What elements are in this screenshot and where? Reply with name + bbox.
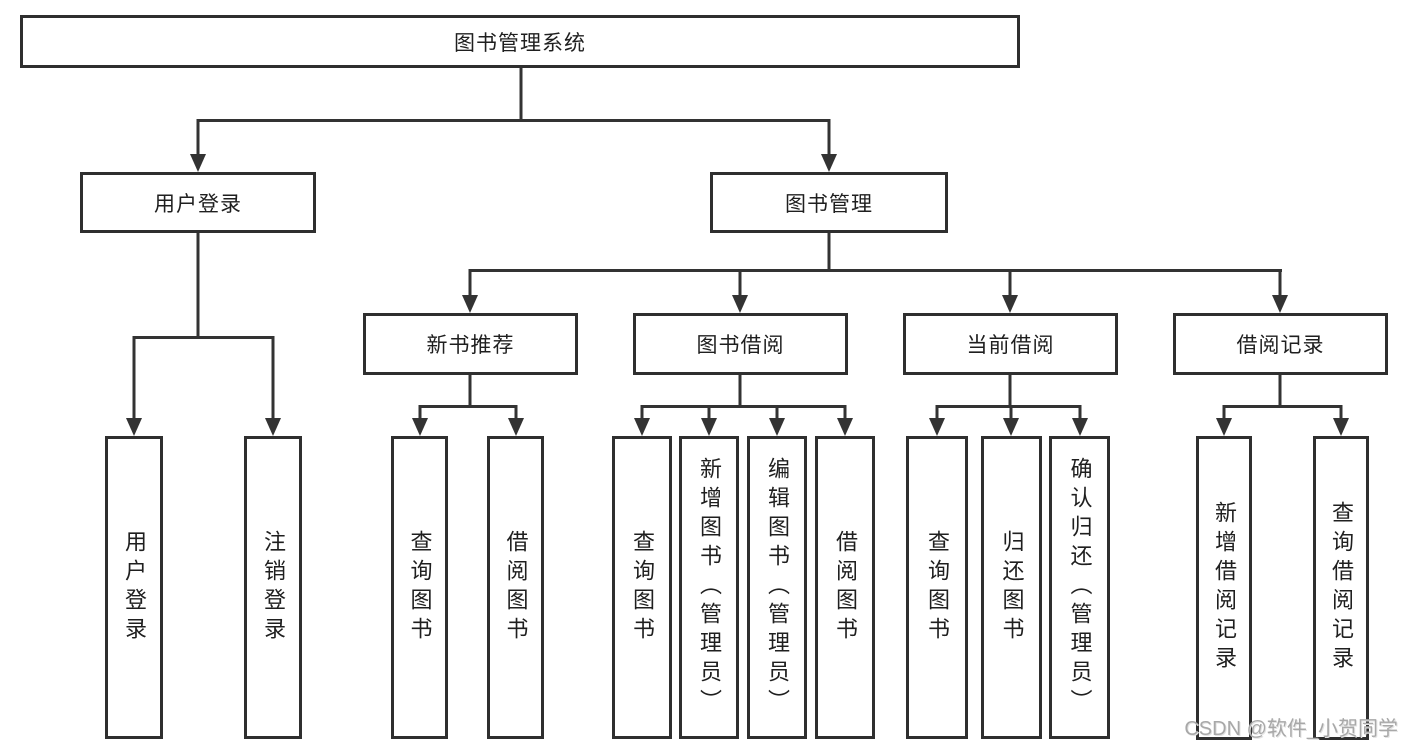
- node-current-borrowing: 当前借阅: [903, 313, 1118, 375]
- leaf-return-books: 归还图书: [981, 436, 1042, 739]
- leaf-logout: 注销登录: [244, 436, 302, 739]
- leaf-query-borrow-record: 查询借阅记录: [1313, 436, 1369, 740]
- node-book-management: 图书管理: [710, 172, 948, 233]
- csdn-watermark: CSDN @软件_小贺同学: [1184, 718, 1398, 740]
- leaf-query-books-recommend: 查询图书: [391, 436, 448, 739]
- node-book-borrowing: 图书借阅: [633, 313, 848, 375]
- leaf-borrow-books-borrowing: 借阅图书: [815, 436, 875, 739]
- leaf-borrow-books-recommend: 借阅图书: [487, 436, 544, 739]
- node-library-management-system: 图书管理系统: [20, 15, 1020, 68]
- leaf-edit-book-admin: 编辑图书（管理员）: [747, 436, 807, 739]
- leaf-user-login: 用户登录: [105, 436, 163, 739]
- node-new-book-recommend: 新书推荐: [363, 313, 578, 375]
- node-borrowing-records: 借阅记录: [1173, 313, 1388, 375]
- leaf-confirm-return-admin: 确认归还（管理员）: [1049, 436, 1110, 739]
- leaf-add-borrow-record: 新增借阅记录: [1196, 436, 1252, 740]
- leaf-query-books-current: 查询图书: [906, 436, 968, 739]
- leaf-add-book-admin: 新增图书（管理员）: [679, 436, 739, 739]
- leaf-query-books-borrowing: 查询图书: [612, 436, 672, 739]
- node-user-login: 用户登录: [80, 172, 316, 233]
